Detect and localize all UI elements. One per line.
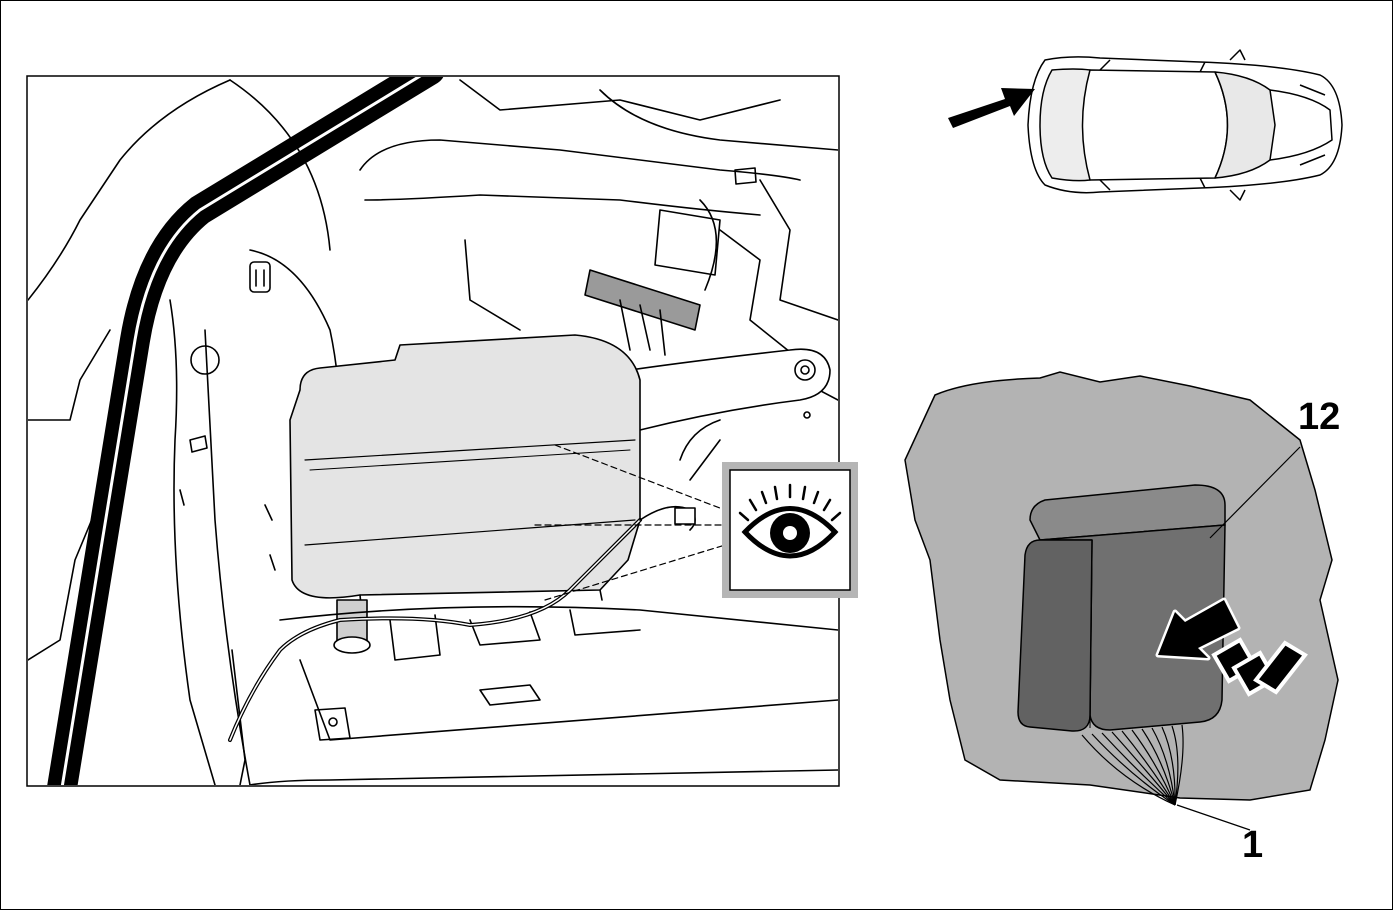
view-direction-arrow-icon (948, 88, 1035, 128)
wiring-bundle (1081, 724, 1184, 806)
callout-label-1: 1 (1242, 824, 1264, 866)
connector-plug (584, 269, 701, 331)
control-module (1017, 484, 1226, 732)
insertion-arrow-icon (1155, 597, 1308, 697)
detail-view-border (26, 75, 840, 787)
sight-line (554, 444, 726, 511)
sight-line (544, 544, 726, 601)
vehicle-locator (1027, 49, 1343, 201)
module-closeup (904, 371, 1339, 831)
control-module-housing (289, 334, 641, 599)
mounting-bracket (629, 348, 831, 431)
leader-line-12 (1209, 446, 1301, 539)
trunk-detail-view (26, 75, 840, 787)
leader-line-1 (1176, 804, 1251, 831)
callout-label-12: 12 (1298, 396, 1341, 438)
eye-icon (722, 462, 858, 598)
